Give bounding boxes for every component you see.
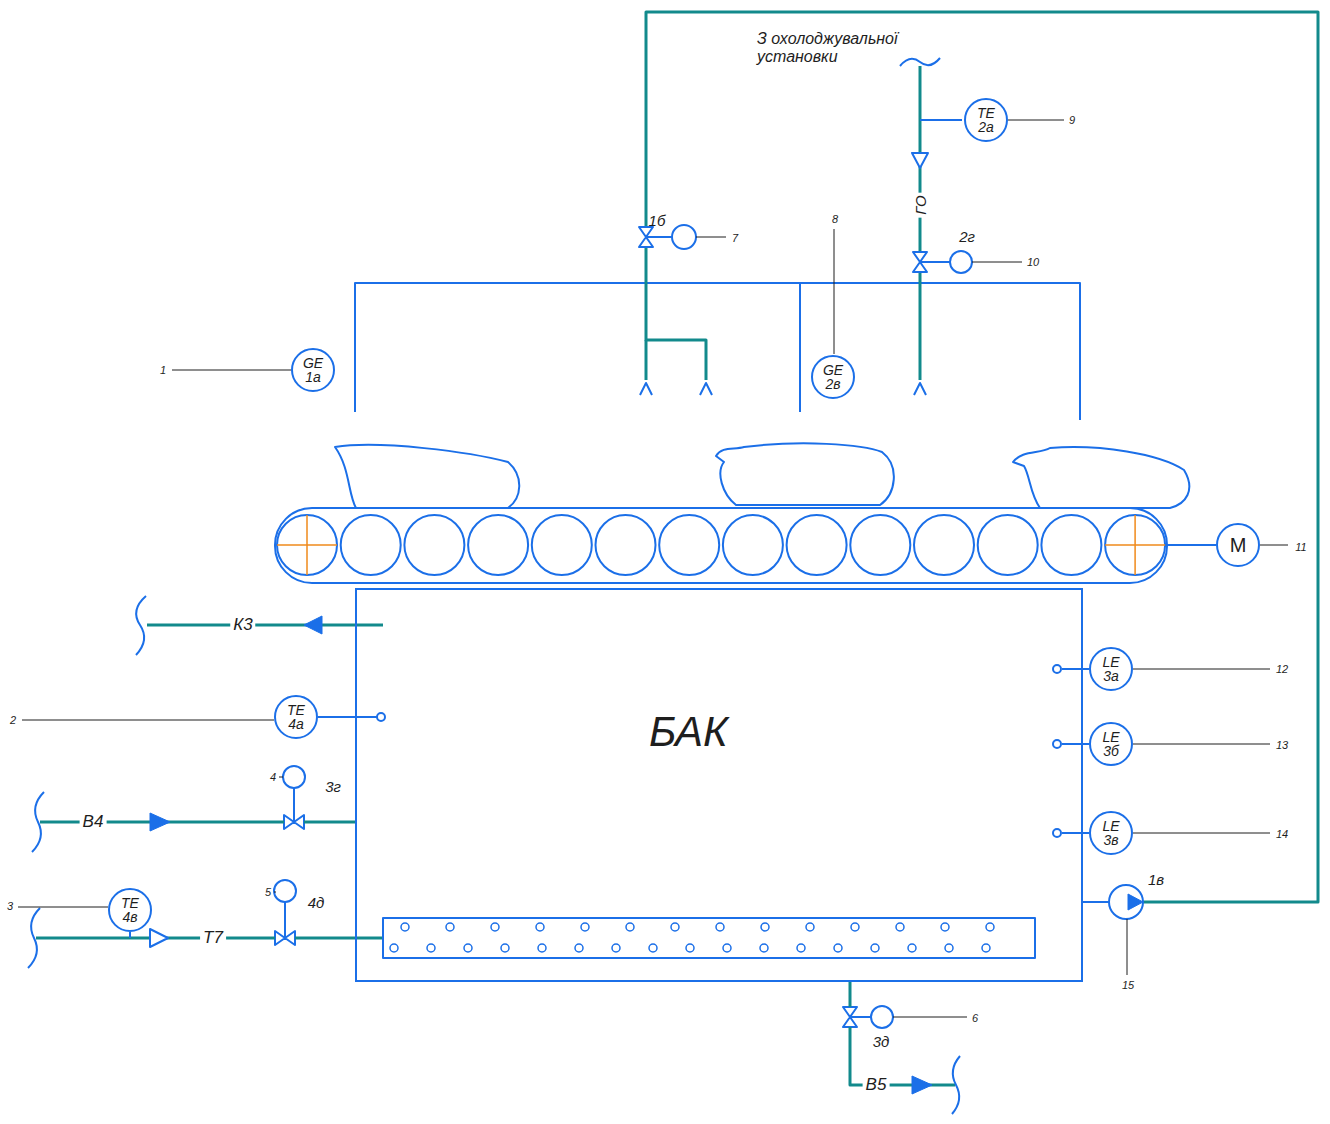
conveyor-belt xyxy=(275,508,1167,583)
callout-number: 1 xyxy=(160,364,166,376)
device-tag: 3г xyxy=(325,779,341,796)
level-sensor: LE 3а xyxy=(1089,647,1133,691)
callout-number: 5 xyxy=(265,886,271,898)
callout-number: 14 xyxy=(1276,828,1288,840)
device-tag: 1б xyxy=(649,213,666,230)
node-text: БАК xyxy=(649,708,728,756)
device-tag: 1в xyxy=(1148,872,1164,889)
valve-symbols xyxy=(275,227,927,1027)
gas-sensor: GE 1а xyxy=(291,348,335,392)
node-text: TE 2а xyxy=(974,106,998,134)
sparger-holes xyxy=(390,923,994,952)
pipe-code: В5 xyxy=(863,1076,890,1095)
pipe-code: ГО xyxy=(913,192,930,217)
temperature-sensor: TE 4в xyxy=(108,888,152,932)
signal-line xyxy=(318,716,355,718)
tank-box: БАК xyxy=(355,588,1083,982)
device-tag: 3д xyxy=(873,1034,890,1051)
callout-number: 10 xyxy=(1027,256,1039,268)
callout-number: 4 xyxy=(270,771,276,783)
sensor-tips xyxy=(355,665,1083,837)
callout-number: 8 xyxy=(832,213,838,225)
source-note: З охолоджувальної установки xyxy=(757,30,947,65)
temperature-sensor: TE 4а xyxy=(274,695,318,739)
node-text: GE 1а xyxy=(301,356,325,384)
gas-sensor: GE 2в xyxy=(811,355,855,399)
pump-symbol xyxy=(1083,885,1143,919)
hood-outline xyxy=(355,283,1080,420)
carcass-outlines xyxy=(335,443,1189,508)
node-text: TE 4а xyxy=(284,703,308,731)
recirculation-pipe xyxy=(646,12,1318,902)
node-text: GE 2в xyxy=(821,363,845,391)
callout-number: 3 xyxy=(7,900,13,912)
water-inlet-b4 xyxy=(32,792,355,852)
callout-number: 11 xyxy=(1295,541,1306,553)
callout-leaders xyxy=(18,120,1288,1017)
motor-symbol: M xyxy=(1216,523,1260,567)
drain-outlet-b5 xyxy=(850,982,960,1114)
node-text: LE 3б xyxy=(1099,730,1123,758)
node-text: LE 3а xyxy=(1099,655,1123,683)
spray-nozzles xyxy=(640,383,926,395)
level-sensor: LE 3в xyxy=(1089,811,1133,855)
callout-number: 2 xyxy=(10,714,16,726)
pipe-code: К3 xyxy=(230,616,255,635)
level-sensor: LE 3б xyxy=(1089,722,1133,766)
steam-sparger xyxy=(383,918,1035,958)
callout-number: 7 xyxy=(732,232,738,244)
temperature-sensor: TE 2а xyxy=(964,98,1008,142)
device-tag: 4д xyxy=(308,895,325,912)
pipe-code: Т7 xyxy=(200,929,226,948)
steam-inlet-t7 xyxy=(28,908,383,968)
pipe-code: В4 xyxy=(80,813,107,832)
device-tag: 2г xyxy=(959,229,975,246)
node-text: LE 3в xyxy=(1099,819,1123,847)
drain-line-k3 xyxy=(136,596,383,655)
node-text: M xyxy=(1230,535,1247,555)
callout-number: 13 xyxy=(1276,739,1288,751)
callout-number: 6 xyxy=(972,1012,978,1024)
callout-number: 15 xyxy=(1122,979,1134,991)
callout-number: 12 xyxy=(1276,663,1288,675)
callout-number: 9 xyxy=(1069,114,1075,126)
conveyor-rollers xyxy=(277,515,1165,575)
node-text: TE 4в xyxy=(118,896,142,924)
cooling-pipe xyxy=(900,58,962,380)
